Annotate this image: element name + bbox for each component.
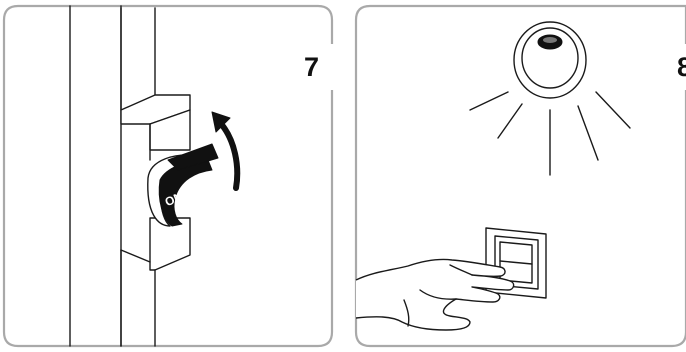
step-number-8: 8	[677, 52, 686, 82]
step-number-7: 7	[304, 52, 320, 82]
panel-step-8	[354, 4, 686, 348]
breaker-switch-lever: ON	[147, 143, 219, 227]
light-rays	[469, 91, 631, 176]
hand-pressing-switch	[355, 258, 515, 331]
circuit-breaker	[120, 7, 191, 347]
panel-step-7: ON	[2, 4, 334, 348]
switch-on-label: ON	[163, 189, 185, 209]
ceiling-lamp-icon	[513, 21, 587, 99]
curved-up-arrow-icon	[211, 111, 241, 191]
